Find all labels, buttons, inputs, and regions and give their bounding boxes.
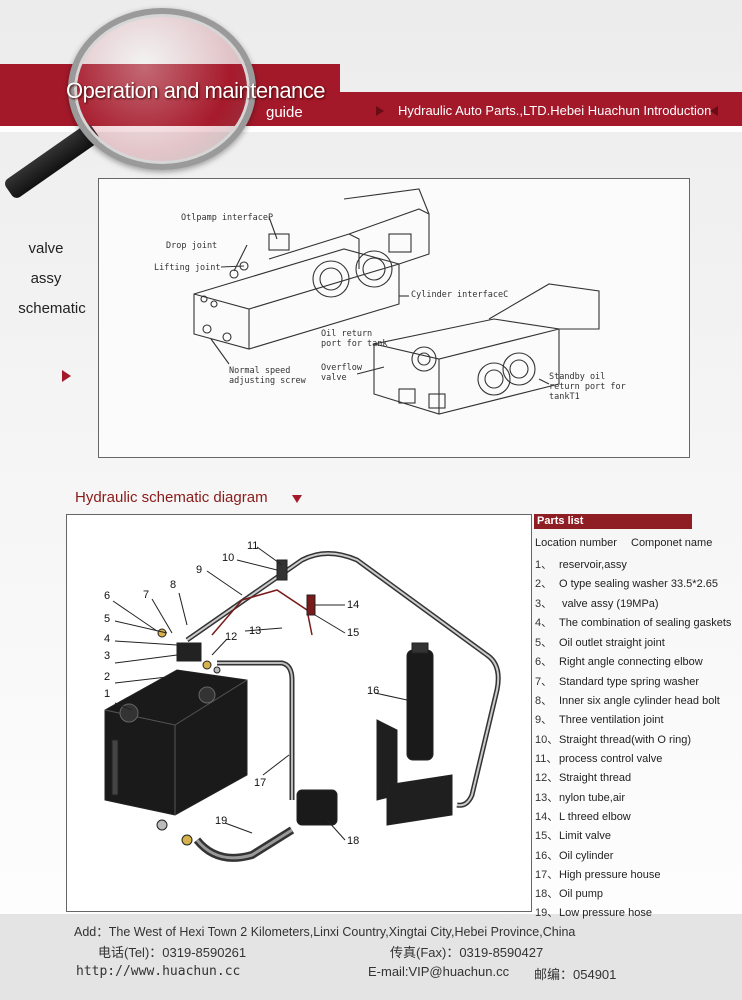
parts-list-title: Parts list [534, 514, 692, 529]
parts-col-component: Componet name [631, 537, 713, 549]
callout-5: 5 [104, 613, 111, 625]
list-item: 10、Straight thread(with O ring) [535, 734, 692, 746]
triangle-right-icon [376, 106, 384, 116]
list-item: 17、High pressure house [535, 869, 661, 881]
callout-1: 1 [104, 688, 111, 700]
list-item: 3、valve assy (19MPa) [535, 598, 659, 610]
label-standby-2: return port for [549, 382, 626, 392]
hydraulic-diagram-frame: 1 2 3 4 5 6 7 8 9 10 11 12 13 14 15 16 1… [66, 514, 532, 912]
footer-fax: 传真(Fax)：0319-8590427 [390, 945, 544, 960]
callout-3: 3 [104, 650, 111, 662]
triangle-left-icon [710, 106, 718, 116]
label-lifting-joint: Lifting joint [154, 263, 221, 273]
label-oil-return-1: Oil return [321, 329, 373, 339]
list-item: 12、Straight thread [535, 772, 632, 784]
magnifier-icon [68, 8, 256, 170]
callout-18: 18 [347, 835, 360, 847]
list-item: 4、The combination of sealing gaskets [535, 617, 732, 629]
callout-7: 7 [143, 589, 150, 601]
list-item: 16、Oil cylinder [535, 850, 614, 862]
callout-8: 8 [170, 579, 177, 591]
valve-diagram-frame: Otlpamp interfaceP Drop joint Lifting jo… [98, 178, 690, 458]
label-overflow-2: valve [321, 373, 347, 383]
list-item: 6、Right angle connecting elbow [535, 656, 703, 668]
callout-13: 13 [249, 625, 262, 637]
callout-14: 14 [347, 599, 360, 611]
header-subtitle: guide [266, 104, 303, 121]
list-item: 8、Inner six angle cylinder head bolt [535, 695, 720, 707]
footer-website[interactable]: http://www.huachun.cc [76, 964, 241, 979]
list-item: 7、Standard type spring washer [535, 676, 700, 688]
header-band-right [340, 92, 742, 126]
label-standby-3: tankT1 [549, 392, 580, 402]
label-normal-speed-1: Normal speed [229, 366, 291, 376]
footer-address: Add：The West of Hexi Town 2 Kilometers,L… [74, 925, 576, 939]
callout-15: 15 [347, 627, 360, 639]
callout-11: 11 [247, 540, 259, 552]
side-label-assy: assy [30, 270, 62, 287]
label-drop-joint: Drop joint [166, 241, 218, 251]
list-item: 15、Limit valve [535, 830, 611, 842]
triangle-down-icon [292, 495, 302, 503]
list-item: 1、reservoir,assy [535, 559, 627, 571]
side-label-schematic: schematic [18, 300, 86, 317]
callout-17: 17 [254, 777, 267, 789]
side-label-valve: valve [28, 240, 64, 257]
callout-10: 10 [222, 552, 235, 564]
label-overflow-1: Overflow [321, 363, 362, 373]
footer-postcode: 邮编：054901 [534, 967, 617, 982]
callout-16: 16 [367, 685, 380, 697]
footer: Add：The West of Hexi Town 2 Kilometers,L… [0, 914, 742, 1000]
footer-tel: 电话(Tel)：0319-8590261 [98, 945, 247, 960]
list-item: 14、L threed elbow [535, 811, 631, 823]
callout-4: 4 [104, 633, 111, 645]
list-item: 18、Oil pump [535, 888, 604, 900]
label-normal-speed-2: adjusting screw [229, 376, 306, 386]
list-item: 9、Three ventilation joint [535, 714, 664, 726]
list-item: 19、Low pressure hose [535, 907, 652, 919]
list-item: 13、nylon tube,air [535, 792, 626, 804]
parts-col-location: Location number [535, 537, 617, 549]
label-oil-return-2: port for tank [321, 339, 388, 349]
section-arrow-icon [62, 370, 71, 382]
callout-12: 12 [225, 631, 238, 643]
list-item: 11、process control valve [535, 753, 663, 765]
header-title: Operation and maintenance [66, 78, 326, 103]
footer-email[interactable]: E-mail:VIP@huachun.cc [368, 964, 510, 979]
list-item: 5、Oil outlet straight joint [535, 637, 665, 649]
callout-2: 2 [104, 671, 111, 683]
callout-6: 6 [104, 590, 111, 602]
label-standby-1: Standby oil [549, 372, 606, 382]
hydraulic-section-title: Hydraulic schematic diagram [75, 489, 268, 506]
header-divider [0, 126, 742, 132]
list-item: 2、O type sealing washer 33.5*2.65 [535, 578, 718, 590]
company-intro: Hydraulic Auto Parts.,LTD.Hebei Huachun … [398, 103, 712, 118]
label-cylinder-interface: Cylinder interfaceC [411, 290, 509, 300]
label-oil-pump-interface: Otlpamp interfaceP [181, 213, 274, 223]
callout-9: 9 [196, 564, 203, 576]
callout-19: 19 [215, 815, 228, 827]
valve-drawing [193, 188, 600, 415]
hydraulic-drawing [104, 546, 501, 862]
